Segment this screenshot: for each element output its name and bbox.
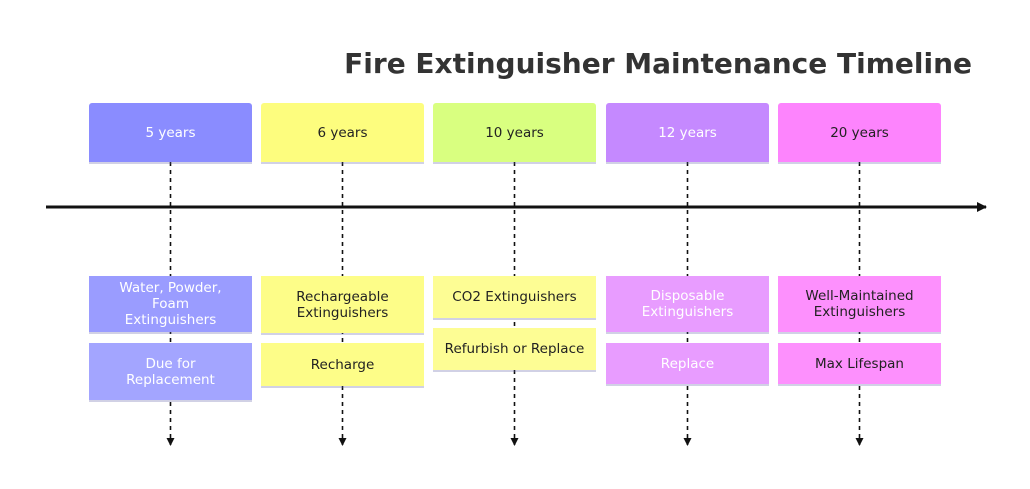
period-1-item-0: Rechargeable Extinguishers [261, 276, 424, 333]
period-label: 20 years [830, 124, 889, 141]
period-card-4: 20 years [778, 103, 941, 162]
period-2-item-1: Refurbish or Replace [433, 328, 596, 370]
period-0-item-1: Due for Replacement [89, 343, 252, 400]
period-3-item-0: Disposable Extinguishers [606, 276, 769, 332]
period-4-item-0: Well-Maintained Extinguishers [778, 276, 941, 332]
period-label: 5 years [145, 124, 196, 141]
item-text: Disposable Extinguishers [641, 288, 734, 320]
item-text: Recharge [310, 356, 375, 373]
period-label: 10 years [485, 124, 544, 141]
period-label: 6 years [317, 124, 368, 141]
item-text: Replace [660, 355, 715, 372]
period-3-item-1: Replace [606, 343, 769, 384]
period-0-item-0: Water, Powder, Foam Extinguishers [89, 276, 252, 332]
diagram-title: Fire Extinguisher Maintenance Timeline [344, 47, 972, 80]
period-label: 12 years [658, 124, 717, 141]
period-card-1: 6 years [261, 103, 424, 162]
item-text: Max Lifespan [815, 355, 904, 372]
period-card-0: 5 years [89, 103, 252, 162]
period-2-item-0: CO2 Extinguishers [433, 276, 596, 318]
item-text: CO2 Extinguishers [452, 289, 577, 305]
period-card-2: 10 years [433, 103, 596, 162]
item-text: Water, Powder, Foam Extinguishers [119, 280, 222, 328]
item-text: Due for Replacement [126, 355, 215, 388]
period-card-3: 12 years [606, 103, 769, 162]
item-text: Refurbish or Replace [444, 341, 585, 357]
item-text: Rechargeable Extinguishers [296, 288, 389, 321]
item-text: Well-Maintained Extinguishers [805, 288, 914, 320]
period-4-item-1: Max Lifespan [778, 343, 941, 384]
period-1-item-1: Recharge [261, 343, 424, 386]
